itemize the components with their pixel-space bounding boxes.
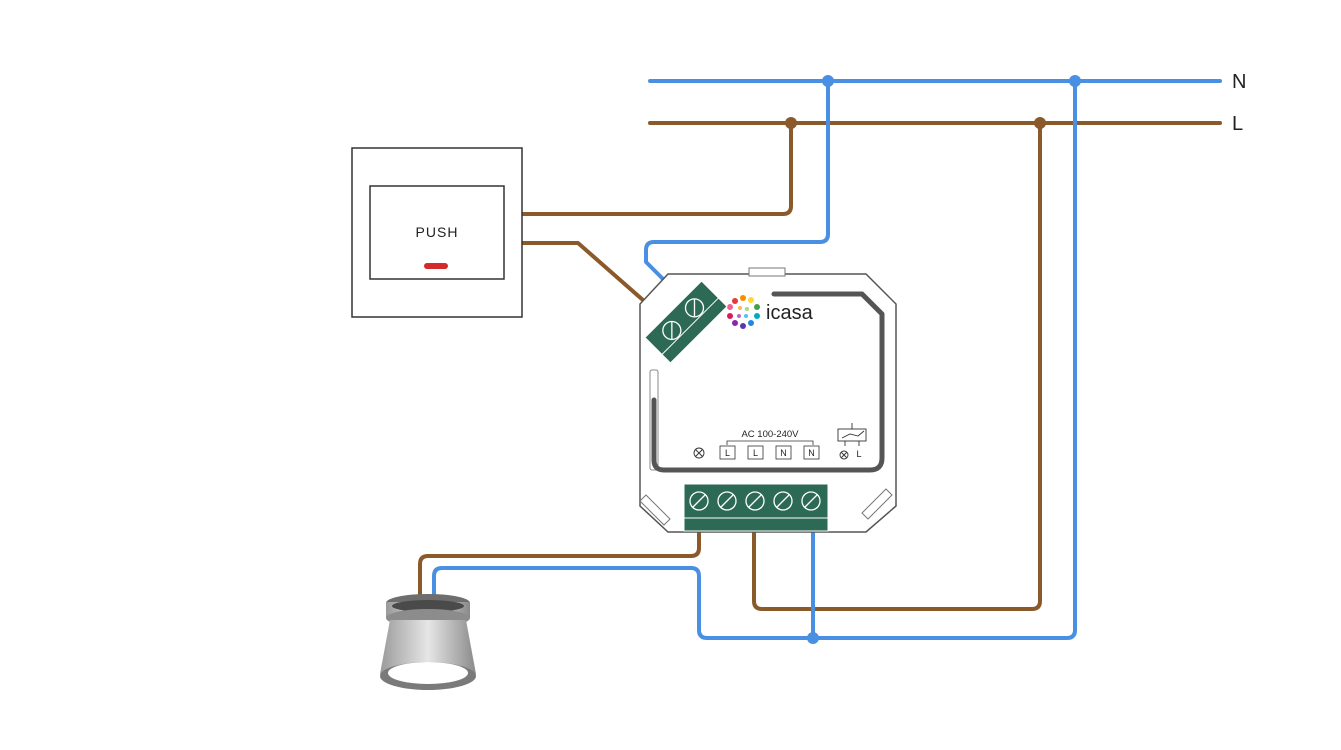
terminal-bracket <box>726 440 814 445</box>
neutral-junction-2 <box>1069 75 1081 87</box>
neutral-label: N <box>1232 71 1246 93</box>
input-terminal-block <box>644 280 728 364</box>
lamp-icon <box>380 594 476 690</box>
neutral-to-module-wire <box>644 79 830 300</box>
neutral-junction-3 <box>807 632 819 644</box>
switch-label: PUSH <box>416 224 459 240</box>
relay-symbol-icon <box>837 423 867 460</box>
relay-module-icon: icasa AC 100-240V L L N N <box>639 267 897 533</box>
live-to-module-wire <box>752 121 1042 611</box>
terminal-label: L <box>753 448 758 458</box>
brand-label: icasa <box>766 302 814 324</box>
push-switch-icon: PUSH <box>351 147 523 318</box>
live-junction-2 <box>1034 117 1046 129</box>
module-clip-right <box>861 488 893 520</box>
neutral-junction-1 <box>822 75 834 87</box>
module-inner-trace <box>651 291 885 473</box>
terminal-label: L <box>725 448 730 458</box>
wires <box>418 75 1222 644</box>
module-clip-left <box>639 494 671 526</box>
bottom-terminal-block <box>683 483 829 532</box>
lamp-live-wire <box>418 528 701 604</box>
live-to-switch-wire <box>520 121 793 216</box>
switch-indicator <box>424 263 448 269</box>
lamp-output-symbol-icon <box>693 447 705 459</box>
terminal-labels: L L N N <box>719 445 820 460</box>
live-label: L <box>1232 113 1243 135</box>
terminal-label: N <box>808 448 815 458</box>
voltage-label: AC 100-240V <box>741 429 799 440</box>
neutral-return-wire <box>432 79 1077 640</box>
switch-to-module-wire <box>520 241 670 324</box>
relay-terminal-label: L <box>856 449 861 459</box>
icasa-logo-icon <box>727 295 760 329</box>
live-junction-1 <box>785 117 797 129</box>
terminal-label: N <box>780 448 787 458</box>
module-top-tab <box>748 267 786 277</box>
